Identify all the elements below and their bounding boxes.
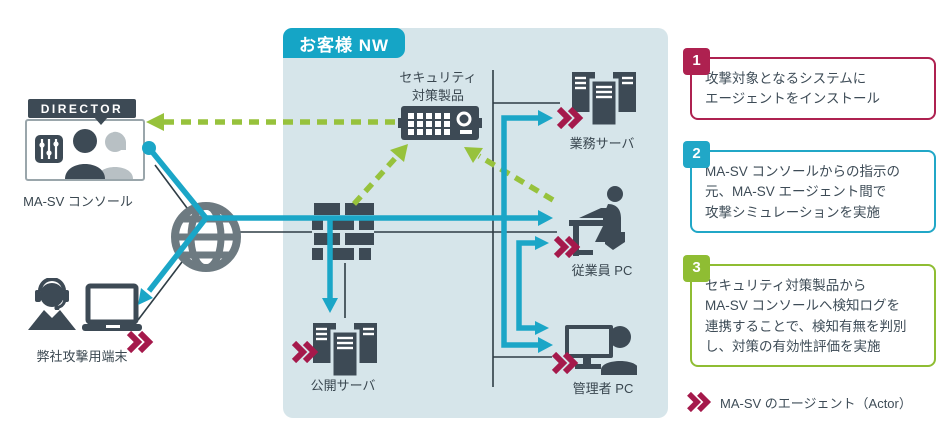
public-server-label: 公開サーバ — [310, 378, 376, 393]
employee-pc-label: 従業員 PC — [571, 263, 633, 278]
step-number-badge: 2 — [683, 141, 710, 168]
business-server-icon — [572, 72, 636, 126]
admin-pc-label: 管理者 PC — [572, 381, 634, 396]
agent-chevron-icon — [291, 341, 319, 363]
business-server-label: 業務サーバ — [569, 136, 635, 151]
step-number-badge: 3 — [683, 255, 710, 282]
step-box-2: 2 MA-SV コンソールからの指示の 元、MA-SV エージェント間で 攻撃シ… — [683, 141, 936, 233]
security-product-label: セキュリティ 対策製品 — [399, 70, 477, 103]
security-appliance-icon — [398, 106, 482, 140]
agent-chevron-icon — [556, 107, 584, 129]
agent-chevron-icon — [553, 236, 581, 258]
step-box-3: 3 セキュリティ対策製品から MA-SV コンソールへ検知ログを 連携することで… — [683, 255, 936, 367]
internet-globe-icon — [171, 202, 241, 272]
step-box-1: 1 攻撃対象となるシステムに エージェントをインストール — [683, 48, 936, 120]
step-number-badge: 1 — [683, 48, 710, 75]
admin-pc-icon — [565, 325, 637, 375]
legend-label: MA-SV のエージェント（Actor） — [720, 395, 912, 411]
attacker-operator-icon — [28, 278, 142, 331]
console-people-icon — [35, 129, 133, 179]
console-label: MA-SV コンソール — [23, 194, 133, 209]
attack-terminal-label: 弊社攻撃用端末 — [36, 349, 128, 364]
public-server-icon — [313, 323, 377, 377]
agent-chevron-icon — [687, 392, 712, 412]
agent-chevron-icon — [551, 352, 579, 374]
employee-pc-icon — [569, 186, 625, 256]
firewall-icon — [312, 203, 374, 261]
director-badge-pointer — [94, 117, 108, 125]
customer-network-title: お客様 NW — [283, 28, 406, 58]
director-badge: DIRECTOR — [28, 99, 136, 118]
agent-chevron-icon — [126, 331, 154, 353]
legend: MA-SV のエージェント（Actor） — [686, 392, 912, 412]
